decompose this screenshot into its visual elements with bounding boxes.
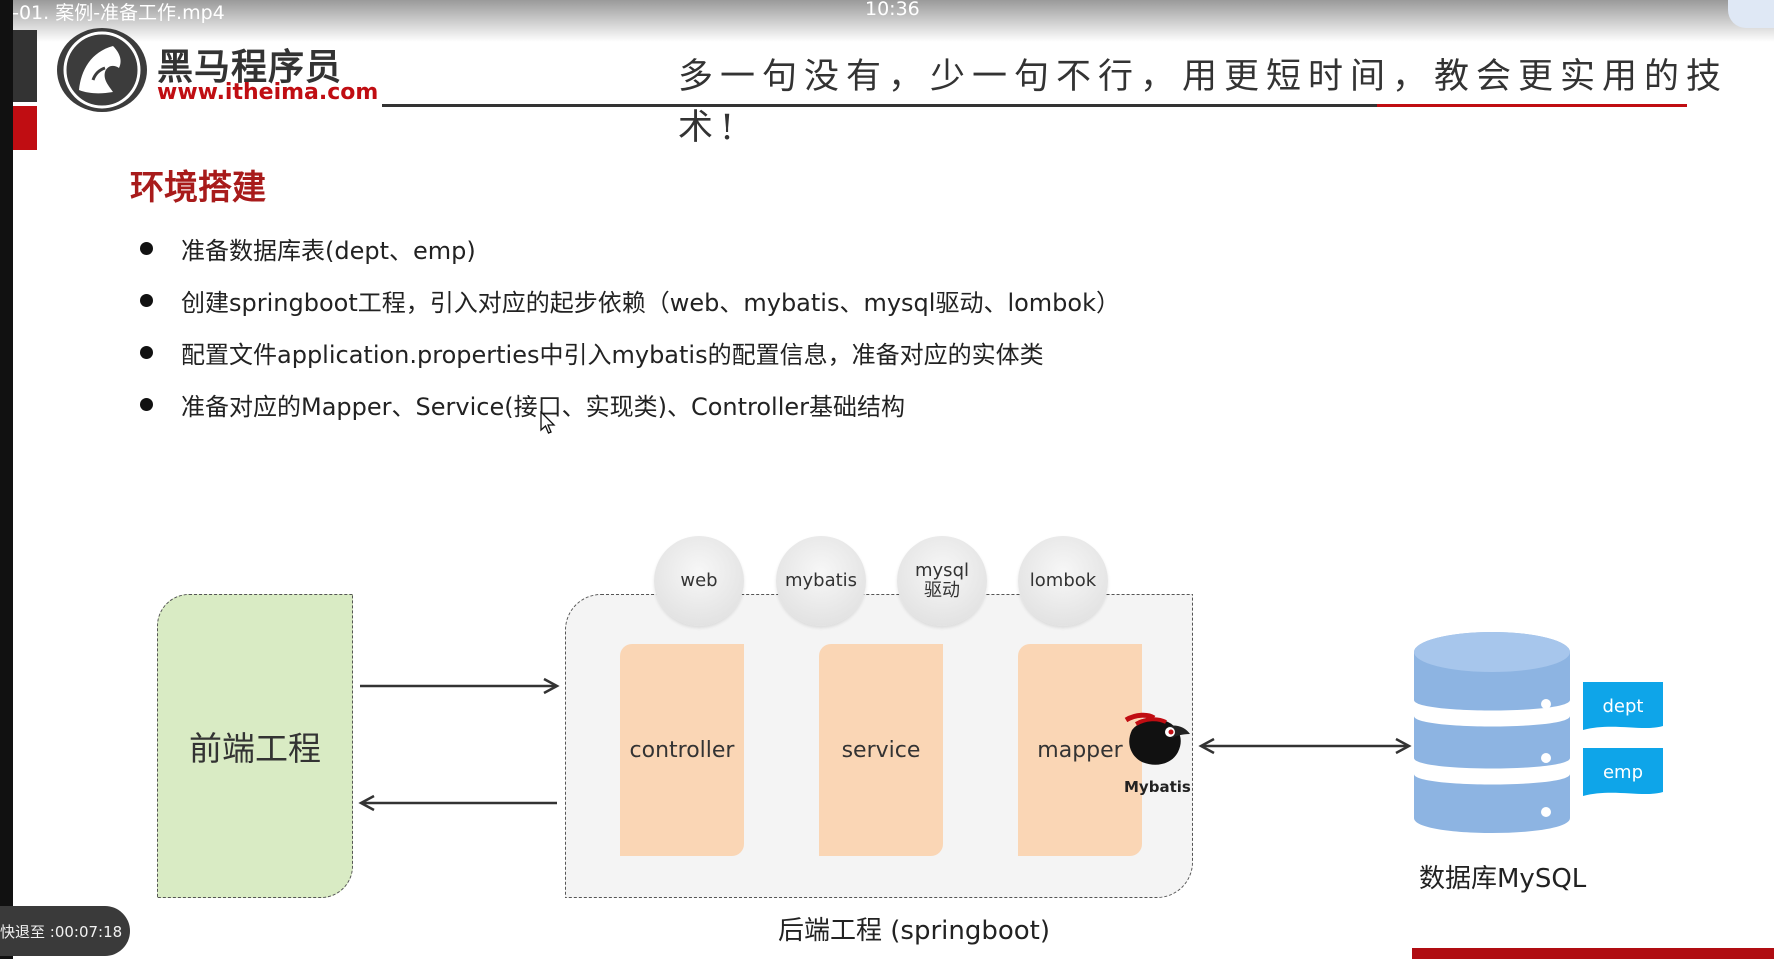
controller-label: controller	[629, 737, 735, 763]
brand-url: www.itheima.com	[157, 80, 379, 105]
dependency-mybatis-bubble: mybatis	[776, 536, 866, 626]
frontend-project-box: 前端工程	[157, 594, 353, 898]
mapper-layer-box: mapper	[1018, 644, 1142, 856]
dependency-lombok-label: lombok	[1029, 570, 1097, 591]
frontend-project-label: 前端工程	[189, 729, 321, 768]
table-tag-dept: dept	[1583, 682, 1663, 730]
seek-toast: 快退至 :00:07:18	[0, 906, 130, 956]
section-title: 环境搭建	[130, 168, 266, 208]
mouse-cursor-icon	[540, 411, 556, 434]
video-file-title: 0-01. 案例-准备工作.mp4	[0, 2, 225, 24]
bullet-list: 准备数据库表(dept、emp) 创建springboot工程，引入对应的起步依…	[140, 222, 1120, 430]
table-tag-dept-label: dept	[1602, 695, 1644, 717]
bullet-item: 准备数据库表(dept、emp)	[140, 222, 1120, 274]
mybatis-bird-icon	[1124, 712, 1190, 765]
arrow-backend-to-frontend	[358, 794, 557, 812]
left-decor-bar-red	[13, 106, 37, 150]
bullet-dot-icon	[140, 293, 153, 307]
table-tag-emp: emp	[1583, 748, 1663, 796]
seek-toast-text: 快退至 :00:07:18	[0, 922, 123, 941]
database-icon	[1414, 632, 1570, 833]
bullet-text: 创建springboot工程，引入对应的起步依赖（web、mybatis、mys…	[181, 288, 1120, 317]
mybatis-logo-label: Mybatis	[1124, 778, 1191, 796]
left-edge-strip	[0, 0, 13, 959]
service-label: service	[841, 737, 921, 763]
arrow-frontend-to-backend	[360, 677, 560, 695]
dependency-lombok-bubble: lombok	[1018, 536, 1108, 626]
bullet-text: 配置文件application.properties中引入mybatis的配置信…	[181, 340, 1044, 369]
arrow-mapper-database	[1198, 737, 1412, 755]
left-decor-bar-dark	[13, 30, 37, 102]
database-label: 数据库MySQL	[1419, 864, 1587, 894]
dependency-web-bubble: web	[654, 536, 744, 626]
mapper-label: mapper	[1037, 737, 1123, 763]
dependency-web-label: web	[680, 570, 718, 591]
header-rule	[382, 104, 1377, 107]
dependency-mybatis-label: mybatis	[784, 570, 858, 591]
bullet-item: 创建springboot工程，引入对应的起步依赖（web、mybatis、mys…	[140, 274, 1120, 326]
bullet-item: 配置文件application.properties中引入mybatis的配置信…	[140, 326, 1120, 378]
horse-logo-icon	[57, 28, 147, 112]
bullet-dot-icon	[140, 397, 153, 411]
dependency-mysql-line1: mysql	[915, 560, 969, 581]
backend-project-label: 后端工程 (springboot)	[778, 916, 1051, 946]
header-rule-accent	[1377, 104, 1687, 107]
clock-time: 10:36	[865, 0, 920, 20]
bottom-corner-banner	[1412, 948, 1774, 959]
player-top-bar	[0, 0, 1774, 42]
bullet-dot-icon	[140, 345, 153, 359]
slogan-text: 多一句没有，少一句不行，用更短时间，教会更实用的技术!	[678, 57, 1729, 148]
dependency-mysql-line2: 驱动	[924, 580, 960, 601]
user-avatar-icon[interactable]	[1728, 0, 1774, 28]
controller-layer-box: controller	[620, 644, 744, 856]
service-layer-box: service	[819, 644, 943, 856]
bullet-dot-icon	[140, 241, 153, 255]
table-tag-emp-label: emp	[1602, 761, 1644, 783]
brand-name: 黑马程序员	[157, 47, 343, 88]
bullet-text: 准备数据库表(dept、emp)	[181, 236, 476, 265]
